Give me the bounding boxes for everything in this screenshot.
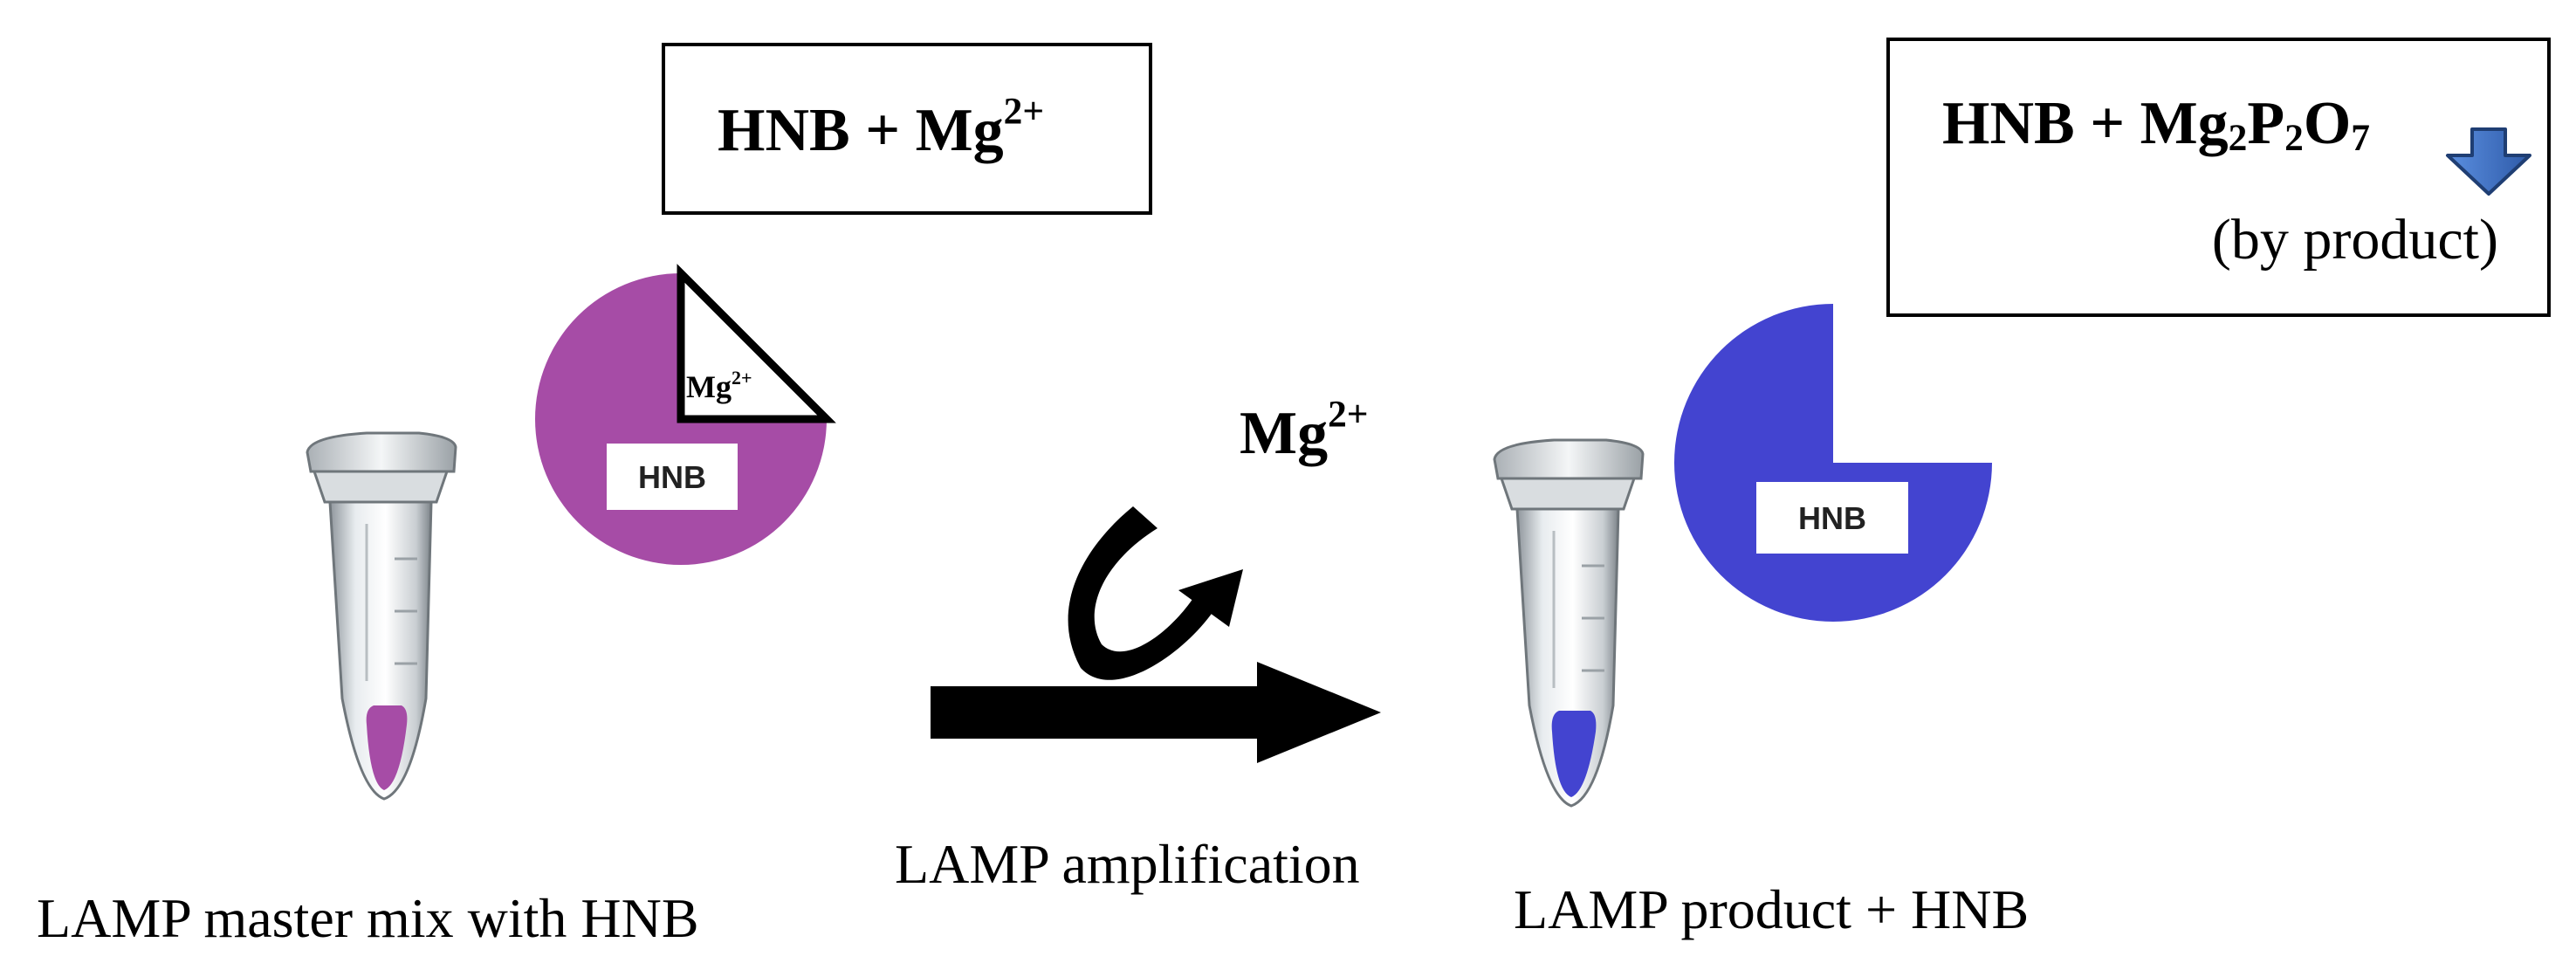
equation-after: HNB + Mg2P2O7	[1942, 90, 2370, 159]
release-arrow	[1068, 506, 1243, 680]
equation-before: HNB + Mg2+	[718, 90, 1045, 164]
label-product: LAMP product + HNB	[1514, 878, 2030, 940]
tube-after-fluid	[1551, 711, 1597, 797]
label-master-mix: LAMP master mix with HNB	[37, 887, 699, 949]
hnb-label-right: HNB	[1798, 500, 1866, 536]
hnb-label-left: HNB	[638, 459, 706, 495]
equation-box-before: HNB + Mg2+	[662, 43, 1152, 215]
tube-before-fluid	[366, 705, 408, 790]
released-mg-ion: Mg2+	[1240, 393, 1369, 467]
hnb-complex: HNB	[1674, 304, 1992, 622]
tube-after	[1493, 438, 1645, 808]
byproduct-note: (by product)	[2211, 208, 2498, 272]
mg-ion-label: Mg2+	[686, 367, 752, 404]
reaction-arrow	[931, 662, 1381, 763]
precipitate-down-arrow	[2446, 127, 2531, 196]
equation-box-after: HNB + Mg2P2O7 (by product)	[1886, 38, 2551, 317]
hnb-mg-complex: Mg2+ HNB	[535, 264, 836, 565]
label-amplification: LAMP amplification	[895, 833, 1360, 895]
tube-before	[306, 431, 457, 801]
